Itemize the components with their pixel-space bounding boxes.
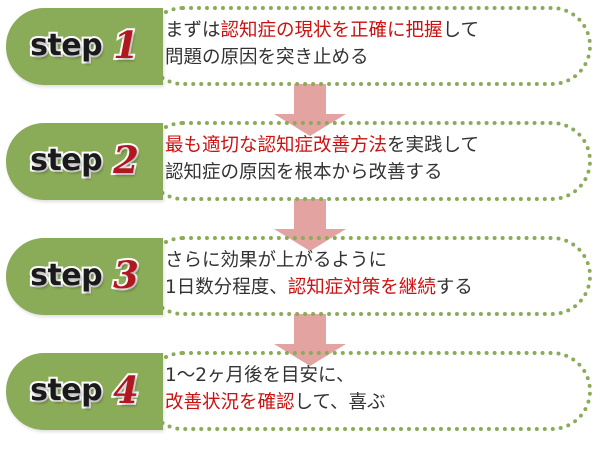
step-2-badge-word: step [28,142,105,178]
step-3-badge-number: 3 [111,253,141,297]
step-4-badge-number: 4 [111,368,141,412]
step-4-line-1: 1〜2ヶ月後を目安に、 [165,365,355,386]
step-3-line-1: さらに効果が上がるように [165,250,388,271]
step-row-1: まずは認知症の現状を正確に把握して 問題の原因を突き止める step 1 [0,0,600,92]
step-3-line-2: 1日数分程度、認知症対策を継続する [165,277,473,298]
step-row-4: 1〜2ヶ月後を目安に、 改善状況を確認して、喜ぶ step 4 [0,345,600,437]
step-3-badge: step 3 [6,238,163,315]
step-4-description: 1〜2ヶ月後を目安に、 改善状況を確認して、喜ぶ [165,362,565,416]
step-1-line-1: まずは認知症の現状を正確に把握して [165,20,479,41]
step-1-highlight-1: 認知症の現状を正確に把握 [220,20,443,41]
step-2-badge-number: 2 [111,138,141,182]
step-3-highlight-2: 認知症対策を継続 [287,277,436,298]
step-1-description: まずは認知症の現状を正確に把握して 問題の原因を突き止める [165,17,565,71]
step-4-line-2: 改善状況を確認して、喜ぶ [165,392,386,413]
step-1-line-2: 問題の原因を突き止める [165,47,369,68]
step-1-badge-number: 1 [111,23,141,67]
step-4-badge-word: step [28,372,105,408]
step-row-2: 最も適切な認知症改善方法を実践して 認知症の原因を根本から改善する step 2 [0,115,600,207]
step-4-highlight-2: 改善状況を確認 [165,392,295,413]
step-1-badge: step 1 [6,8,163,85]
step-4-badge: step 4 [6,353,163,430]
step-3-badge-word: step [28,257,105,293]
step-2-description: 最も適切な認知症改善方法を実践して 認知症の原因を根本から改善する [165,132,565,186]
step-3-description: さらに効果が上がるように 1日数分程度、認知症対策を継続する [165,247,565,301]
step-2-line-1: 最も適切な認知症改善方法を実践して [165,135,479,156]
step-row-3: さらに効果が上がるように 1日数分程度、認知症対策を継続する step 3 [0,230,600,322]
step-2-highlight-1: 最も適切な認知症改善方法 [165,135,388,156]
step-2-badge: step 2 [6,123,163,200]
step-2-line-2: 認知症の原因を根本から改善する [165,162,443,183]
step-1-badge-word: step [28,27,105,63]
